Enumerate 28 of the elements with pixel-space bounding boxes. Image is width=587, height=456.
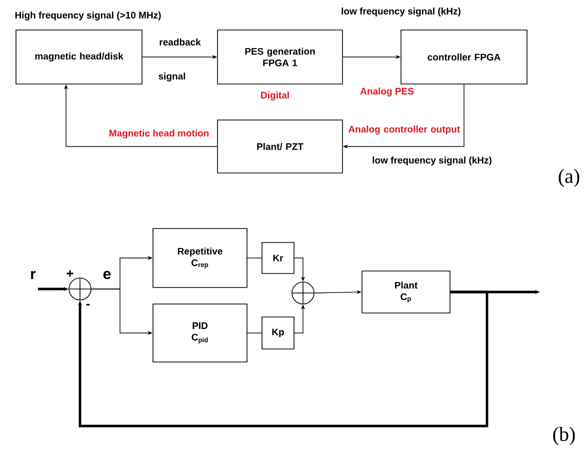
signal-label: Magnetic head motion — [110, 130, 209, 138]
process-box: magnetic head/disk — [16, 30, 142, 84]
summing-junction — [68, 278, 92, 300]
signal-label: Analog PES — [360, 88, 414, 96]
process-box: PES generation FPGA 1 — [217, 30, 343, 84]
summing-junction — [292, 282, 314, 304]
block-box: Plant C$_{p}$ — [362, 270, 450, 314]
signal-label: r — [31, 270, 36, 280]
process-box: Plant/ PZT — [217, 120, 343, 174]
signal-label: + — [66, 270, 74, 277]
panel-label: (b) — [553, 426, 575, 446]
block-box: PID C$_{pid}$ — [152, 304, 248, 362]
panel-label: (a) — [558, 168, 580, 188]
signal-label: low frequency signal (kHz) — [342, 8, 460, 16]
signal-label: signal — [158, 72, 186, 82]
signal-label: Analog controller output — [348, 126, 460, 134]
connector-line — [247, 332, 262, 334]
gain-box: Kr — [262, 242, 294, 274]
signal-label: readback — [160, 38, 201, 46]
signal-label: low frequency signal (kHz) — [372, 156, 492, 166]
signal-label: Digital — [261, 92, 289, 100]
arrow — [78, 290, 488, 428]
signal-label: - — [86, 304, 90, 306]
signal-label: e — [103, 270, 111, 280]
signal-label: High frequency signal (>10 MHz) — [15, 12, 161, 20]
process-box: controller FPGA — [400, 30, 528, 84]
block-box: Repetitive C$_{rep}$ — [152, 228, 248, 288]
gain-box: Kp — [262, 316, 294, 350]
